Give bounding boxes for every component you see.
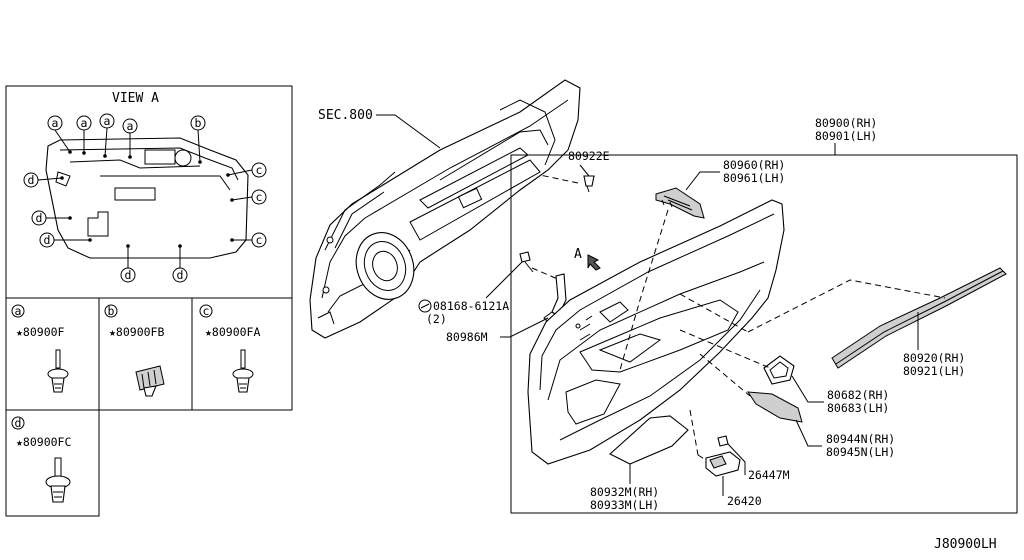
svg-text:a: a (127, 119, 134, 133)
callout-c-3: c (251, 232, 267, 248)
svg-text:d: d (36, 211, 43, 225)
label-sec-800: SEC.800 (318, 108, 373, 123)
escutcheon-80960 (655, 187, 705, 219)
diagram-code: J80900LH (934, 537, 997, 552)
label-08168: 08168-6121A (433, 299, 509, 313)
view-arrow-icon (587, 254, 601, 271)
cover-80944n (747, 391, 803, 423)
clip-d-icon (45, 457, 71, 503)
svg-text:d: d (44, 233, 51, 247)
speaker-hole (355, 232, 415, 300)
screw-80922e (583, 175, 595, 193)
view-a-callouts: a a a a b c c c d d d d d (23, 113, 267, 283)
label-80922e: 80922E (568, 149, 610, 163)
door-inner-panel (309, 79, 581, 339)
callout-a-2: a (76, 115, 92, 131)
fastener-d-part: ★80900FC (16, 435, 71, 449)
label-80945lh: 80945N(LH) (826, 445, 895, 459)
svg-text:c: c (256, 233, 263, 247)
label-80682rh: 80682(RH) (827, 388, 889, 402)
label-26447m: 26447M (748, 468, 790, 482)
callout-d-3: d (39, 232, 55, 248)
bezel-80682 (763, 355, 795, 385)
svg-text:a: a (15, 304, 22, 318)
fastener-cell-c: c ★80900FA (199, 304, 260, 393)
label-80683lh: 80683(LH) (827, 401, 889, 415)
bolt-08168-6121a (519, 251, 534, 273)
callout-d-1: d (23, 172, 39, 188)
label-80901lh: 80901(LH) (815, 129, 877, 143)
fastener-a-part: ★80900F (16, 325, 65, 339)
label-80961lh: 80961(LH) (723, 171, 785, 185)
finisher-80920 (831, 267, 1007, 369)
label-arrow-a: A (574, 247, 582, 262)
callout-c-2: c (251, 189, 267, 205)
callout-a-1: a (47, 115, 63, 131)
callout-d-4: d (120, 267, 136, 283)
view-a-trim-outline (45, 137, 249, 259)
view-a-title: VIEW A (112, 91, 159, 106)
svg-text:d: d (28, 173, 35, 187)
svg-text:c: c (256, 163, 263, 177)
svg-text:b: b (195, 116, 202, 130)
clip-b-icon (135, 365, 165, 397)
fastener-cell-d: d ★80900FC (11, 416, 71, 503)
label-26420: 26420 (727, 494, 762, 508)
label-80933lh: 80933M(LH) (590, 498, 659, 512)
label-80921lh: 80921(LH) (903, 364, 965, 378)
svg-text:d: d (125, 268, 132, 282)
svg-text:c: c (203, 304, 210, 318)
label-80944rh: 80944N(RH) (826, 432, 895, 446)
svg-text:b: b (108, 304, 115, 318)
fastener-c-part: ★80900FA (205, 325, 260, 339)
fastener-b-part: ★80900FB (109, 325, 164, 339)
view-a-panel: VIEW A (5, 85, 293, 299)
callout-d-2: d (31, 210, 47, 226)
svg-text:c: c (256, 190, 263, 204)
label-80900rh: 80900(RH) (815, 116, 877, 130)
clip-c-icon (232, 349, 254, 393)
lamp-26420 (705, 451, 741, 477)
fastener-table: a ★80900F b ★80900FB c ★80900FA (5, 297, 293, 517)
svg-text:a: a (81, 116, 88, 130)
callout-a-3: a (99, 113, 115, 129)
callout-a-4: a (122, 118, 138, 134)
svg-text:d: d (177, 268, 184, 282)
svg-text:a: a (104, 114, 111, 128)
svg-text:d: d (15, 416, 22, 430)
fastener-cell-a: a ★80900F (11, 304, 69, 393)
callout-c-1: c (251, 162, 267, 178)
fastener-cell-b: b ★80900FB (104, 304, 165, 397)
trim-assembly-box (510, 154, 1018, 514)
label-80986m: 80986M (446, 330, 488, 344)
svg-text:a: a (52, 116, 59, 130)
clip-a-icon (47, 349, 69, 393)
door-trim-panel (527, 199, 785, 465)
label-08168-qty: (2) (426, 312, 447, 326)
callout-b-1: b (190, 115, 206, 131)
label-80920rh: 80920(RH) (903, 351, 965, 365)
label-80960rh: 80960(RH) (723, 158, 785, 172)
bulb-26447m (717, 435, 729, 447)
callout-d-5: d (172, 267, 188, 283)
label-80932rh: 80932M(RH) (590, 485, 659, 499)
